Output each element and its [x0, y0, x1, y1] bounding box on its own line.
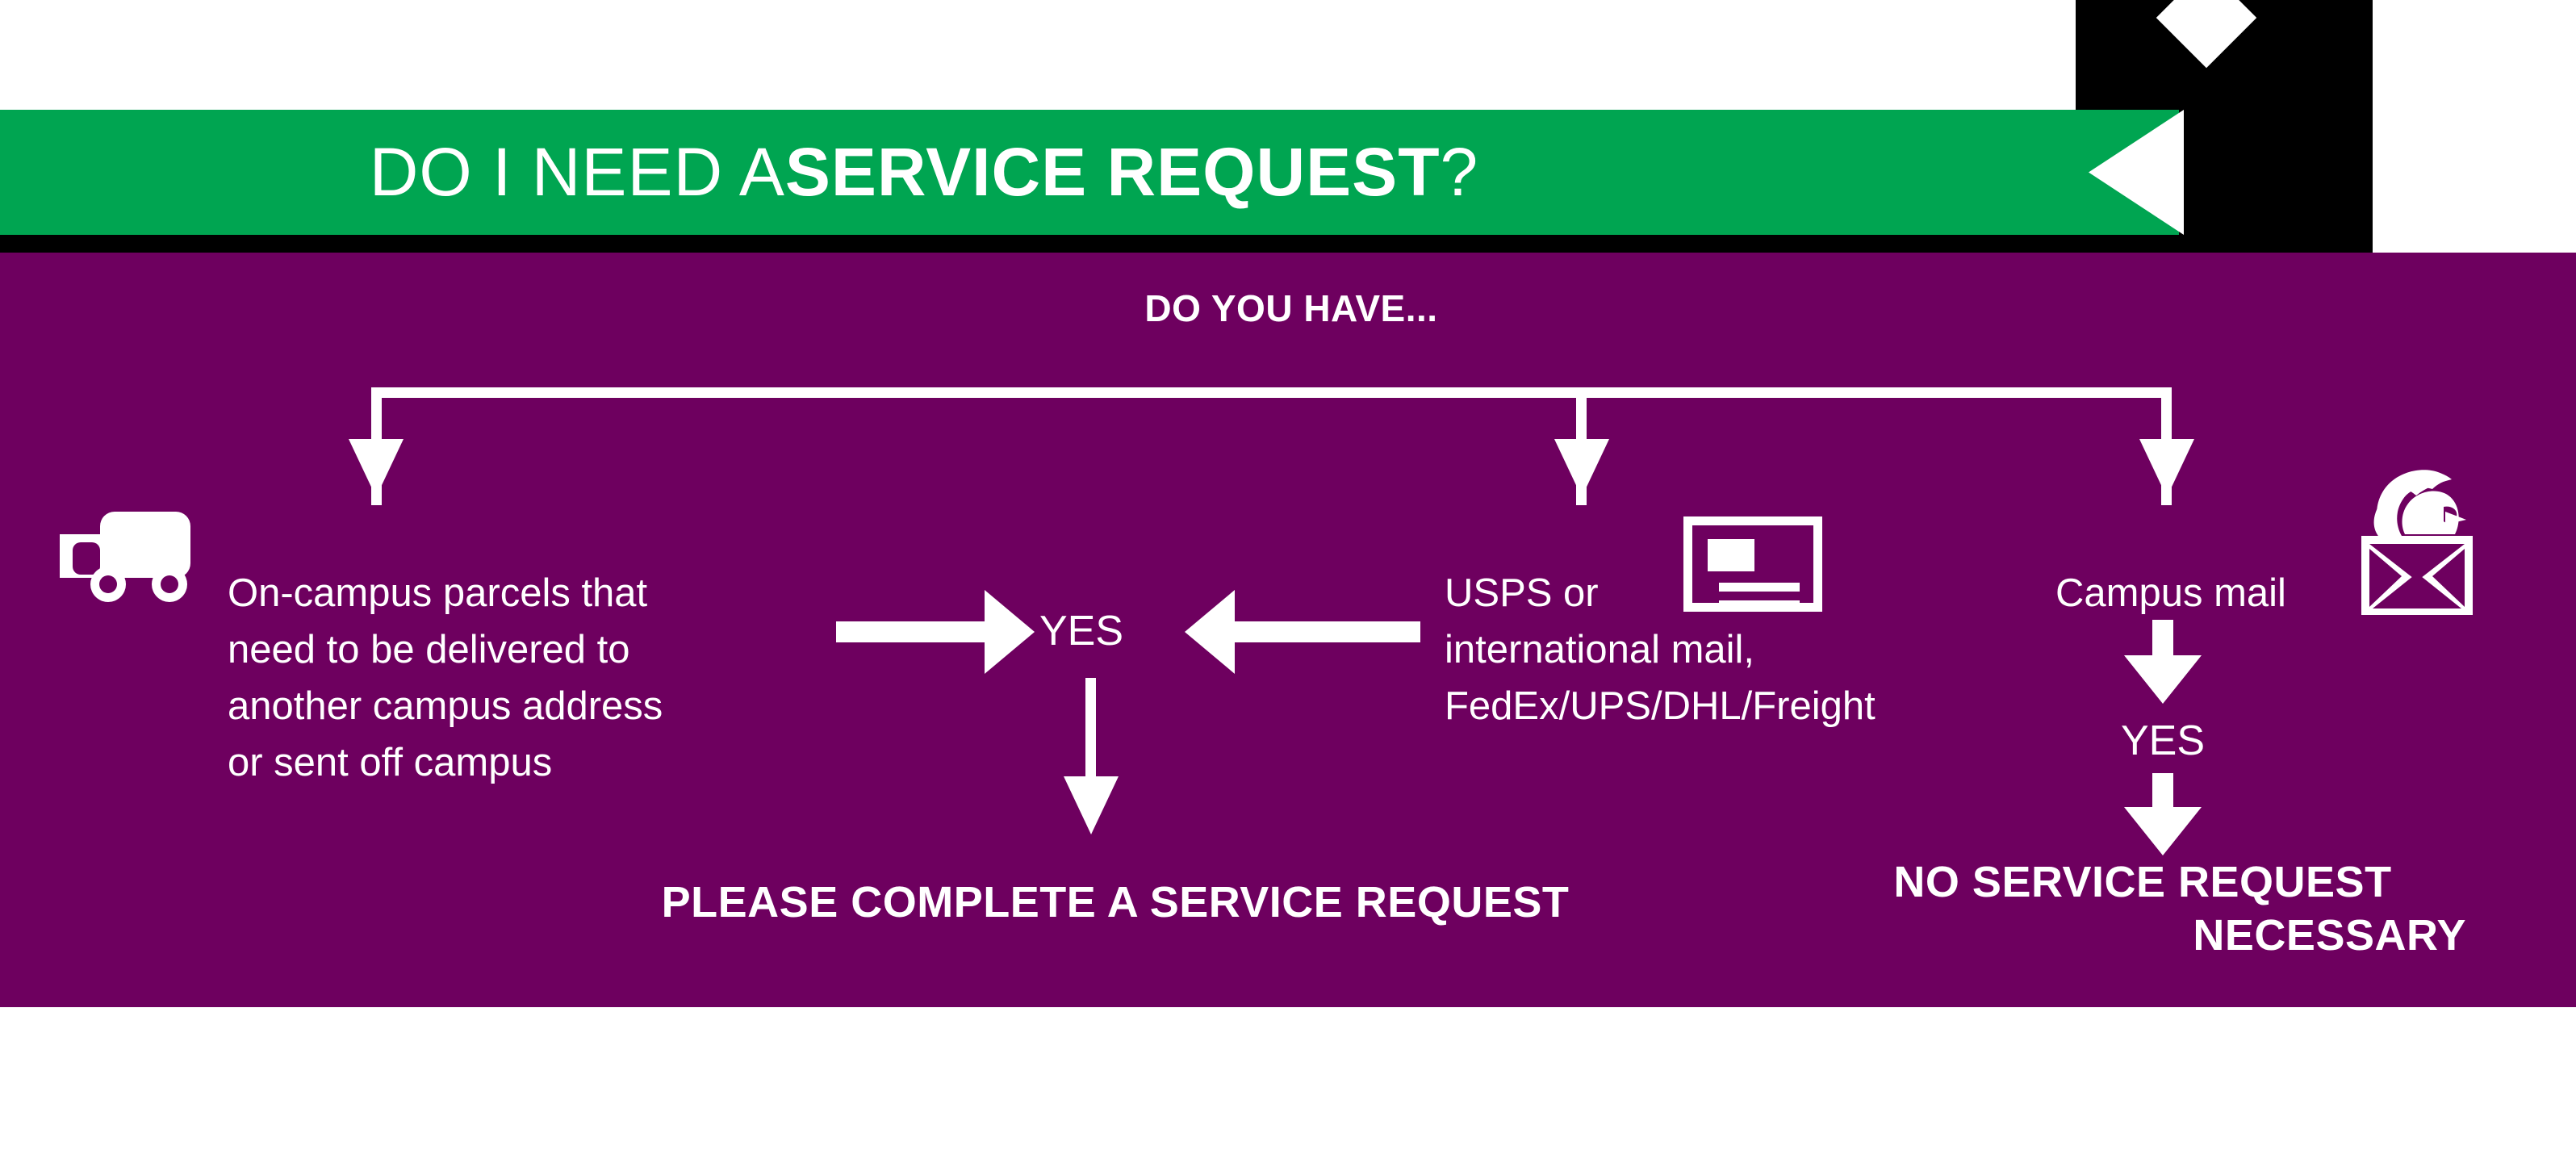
outcome-no-service-request-line1: NO SERVICE REQUEST — [1893, 858, 2392, 906]
branch-label-carrier: USPS or international mail, FedEx/UPS/DH… — [1445, 571, 1876, 728]
outcome-service-request: PLEASE COMPLETE A SERVICE REQUEST — [661, 878, 1570, 926]
banner-underline — [0, 235, 2076, 253]
arrowhead-left-carrier — [1185, 590, 1235, 674]
arrowhead-down-outcome — [1064, 776, 1119, 834]
arrow-line-yes-to-outcome — [1085, 678, 1096, 801]
arrow-line-campus-to-outcome — [2152, 773, 2173, 813]
delivery-truck-icon — [60, 512, 190, 602]
arrowhead-down-campus-outcome — [2124, 807, 2202, 855]
decision-yes-campus: YES — [2120, 717, 2206, 764]
arrow-line-campus-to-yes — [2152, 620, 2173, 662]
arrowhead-down-campus — [2139, 439, 2194, 497]
branch-label-campus: Campus mail — [2055, 571, 2286, 615]
decision-yes-center: YES — [1039, 608, 1124, 654]
outcome-no-service-request-line2: NECESSARY — [2193, 911, 2466, 960]
arrowhead-down-carrier — [1554, 439, 1609, 497]
page-title-light: DO I NEED A — [369, 134, 785, 210]
distributor-bar — [371, 387, 2171, 398]
diagram-heading: DO YOU HAVE... — [1144, 287, 1438, 329]
page-title-tail: ? — [1440, 134, 1479, 210]
arrowhead-down-parcels — [349, 439, 404, 497]
arrow-line-carrier-to-yes — [1235, 621, 1420, 642]
branch-label-parcels: On-campus parcels that need to be delive… — [228, 571, 663, 784]
header-banner — [0, 110, 2179, 235]
spartan-envelope-icon — [2361, 470, 2473, 615]
arrowhead-down-campus-yes — [2124, 655, 2202, 704]
letter-icon — [1683, 516, 1822, 612]
arrow-line-parcels-to-yes — [836, 621, 989, 642]
page-title-bold: SERVICE REQUEST — [784, 134, 1441, 210]
page-title: DO I NEED A SERVICE REQUEST? — [0, 110, 1848, 235]
arrowhead-right-parcels — [985, 590, 1035, 674]
